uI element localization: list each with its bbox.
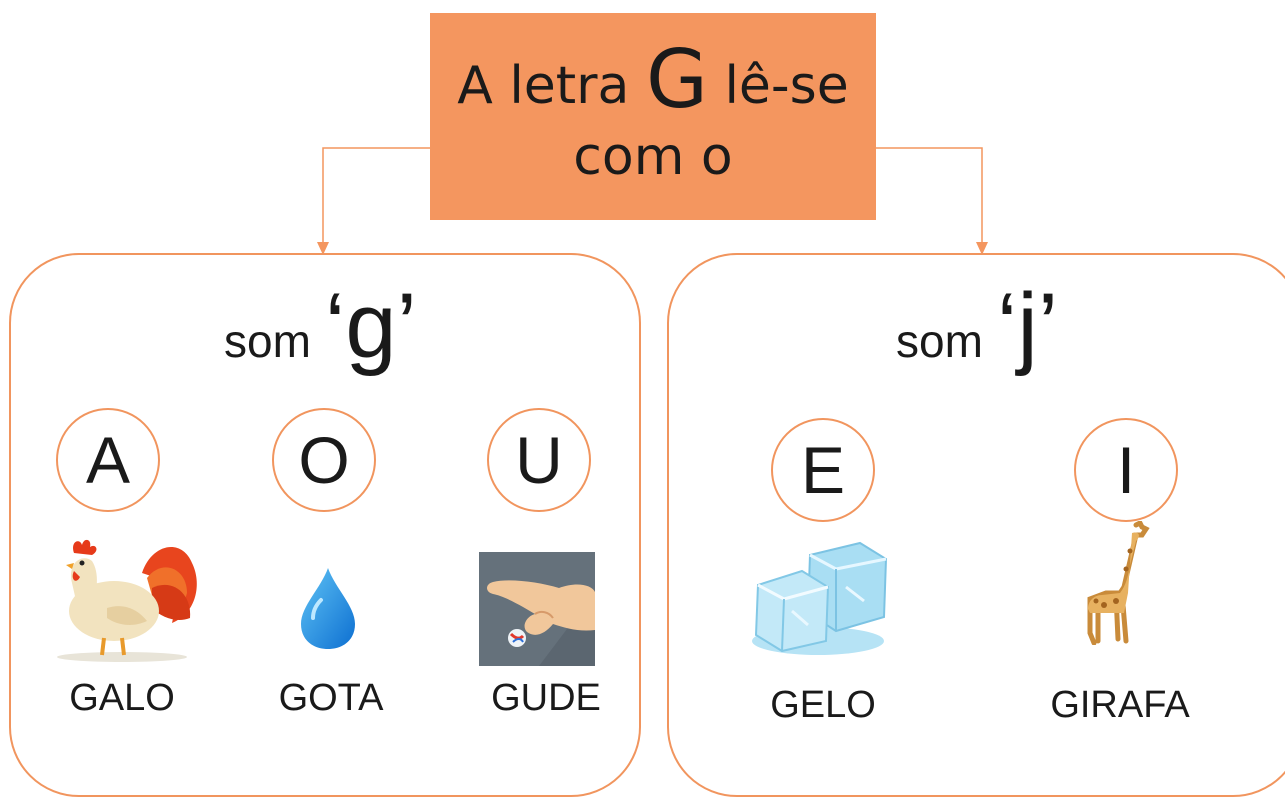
- rooster-icon: [57, 539, 197, 662]
- heading-som-g: som ‘g’: [224, 275, 417, 377]
- vowel-circle-e: E: [771, 418, 875, 522]
- panel-som-g: [9, 253, 641, 797]
- heading-label: som: [896, 315, 983, 367]
- marble-hand-icon: [479, 552, 595, 666]
- word-gelo: GELO: [770, 684, 876, 726]
- vowel-circle-i: I: [1074, 418, 1178, 522]
- vowel-circle-a: A: [56, 408, 160, 512]
- word-gota: GOTA: [278, 677, 384, 719]
- panel-som-j: [667, 253, 1285, 797]
- ice-cubes-icon: [752, 541, 888, 655]
- title-box: A letra G lê-se com o: [430, 13, 876, 220]
- water-drop-icon: [301, 568, 355, 649]
- heading-sound: ‘g’: [324, 275, 417, 377]
- title-prefix: A letra: [457, 56, 630, 117]
- title-suffix: lê-se: [724, 56, 849, 117]
- word-galo: GALO: [69, 677, 175, 719]
- title-letter: G: [645, 33, 708, 127]
- heading-label: som: [224, 315, 311, 367]
- title-line-1: A letra G lê-se: [457, 40, 849, 122]
- word-gude: GUDE: [491, 677, 601, 719]
- vowel-circle-o: O: [272, 408, 376, 512]
- giraffe-icon: [1087, 521, 1150, 645]
- heading-sound: ‘j’: [996, 275, 1059, 377]
- heading-som-j: som ‘j’: [896, 275, 1059, 377]
- word-girafa: GIRAFA: [1050, 684, 1190, 726]
- title-line-2: com o: [573, 127, 733, 187]
- vowel-circle-u: U: [487, 408, 591, 512]
